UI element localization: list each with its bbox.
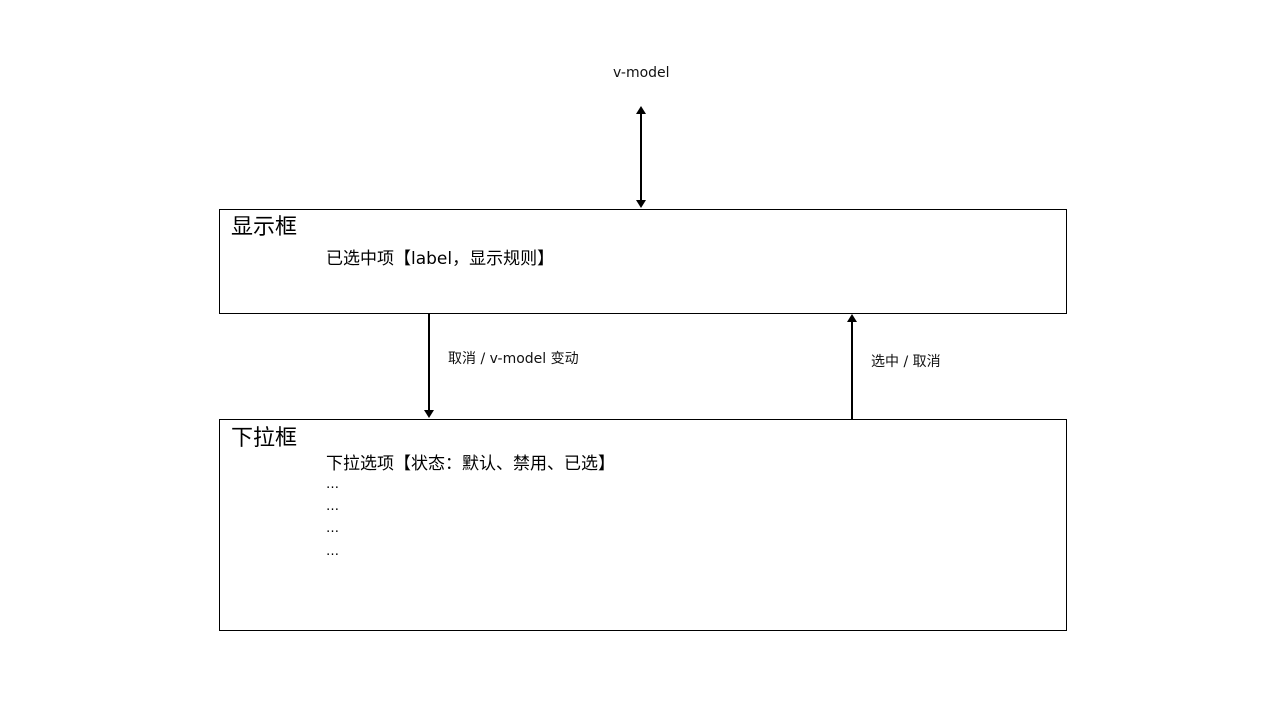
vmodel-label: v-model [613,65,670,81]
display-box-content: 已选中项【label，显示规则】 [326,249,555,269]
dropdown-more-item: … [326,521,339,536]
display-box-title: 显示框 [231,215,298,240]
display-to-dropdown-label: 取消 / v-model 变动 [448,351,579,367]
dropdown-box: 下拉框 下拉选项【状态：默认、禁用、已选】 … … … … [219,419,1067,631]
display-box: 显示框 已选中项【label，显示规则】 [219,209,1067,314]
dropdown-option-item: 下拉选项【状态：默认、禁用、已选】 [326,454,615,474]
dropdown-more-item: … [326,477,339,492]
dropdown-box-title: 下拉框 [231,426,298,451]
dropdown-to-display-label: 选中 / 取消 [871,354,941,370]
dropdown-more-item: … [326,499,339,514]
dropdown-more-item: … [326,544,339,559]
